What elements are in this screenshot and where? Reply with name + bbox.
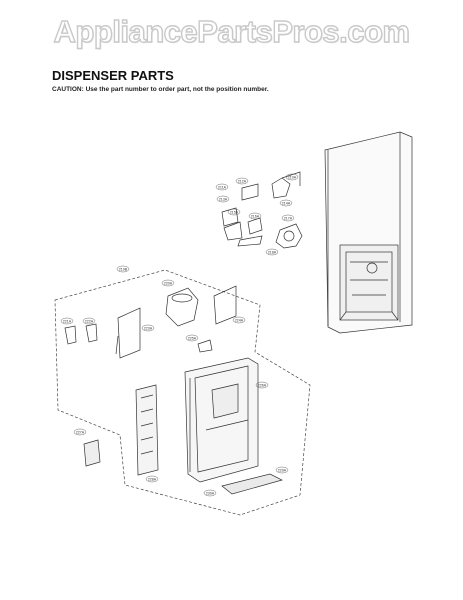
display-module <box>83 439 101 467</box>
label-215: 215A <box>230 210 239 214</box>
page-title: DISPENSER PARTS <box>52 68 174 83</box>
upper-parts-cluster <box>221 171 303 249</box>
assembly-outline <box>54 269 311 516</box>
funnel-assembly <box>115 285 237 359</box>
label-218: 218A <box>268 250 277 254</box>
label-212: 212A <box>238 179 247 183</box>
label-223: 223A <box>144 326 153 330</box>
left-brackets <box>64 323 98 345</box>
watermark: AppliancePartsPros.com <box>53 13 411 49</box>
label-229: 229A <box>278 468 287 472</box>
label-226: 226A <box>258 383 267 387</box>
dispenser-housing <box>184 339 259 483</box>
label-217: 217A <box>284 216 293 220</box>
label-227: 227A <box>76 430 85 434</box>
label-213: 213A <box>219 197 228 201</box>
label-222: 222A <box>85 319 94 323</box>
label-225: 225A <box>188 336 197 340</box>
caution-note: CAUTION: Use the part number to order pa… <box>52 86 269 93</box>
drip-tray <box>221 473 283 495</box>
label-221: 221A <box>63 319 72 323</box>
label-211: 211A <box>218 185 227 189</box>
control-panel <box>135 384 159 476</box>
label-230: 230A <box>206 491 215 495</box>
label-210: 210A <box>288 175 297 179</box>
refrigerator-door <box>324 131 413 334</box>
part-labels: 210A 211A 212A 213A 214A 215A 216A 217A … <box>60 173 299 497</box>
label-228: 228A <box>148 477 157 481</box>
label-214: 214A <box>282 201 291 205</box>
label-220: 220A <box>164 281 173 285</box>
label-224: 224A <box>235 318 244 322</box>
label-219: 219B <box>119 267 128 271</box>
label-216: 216A <box>251 214 260 218</box>
